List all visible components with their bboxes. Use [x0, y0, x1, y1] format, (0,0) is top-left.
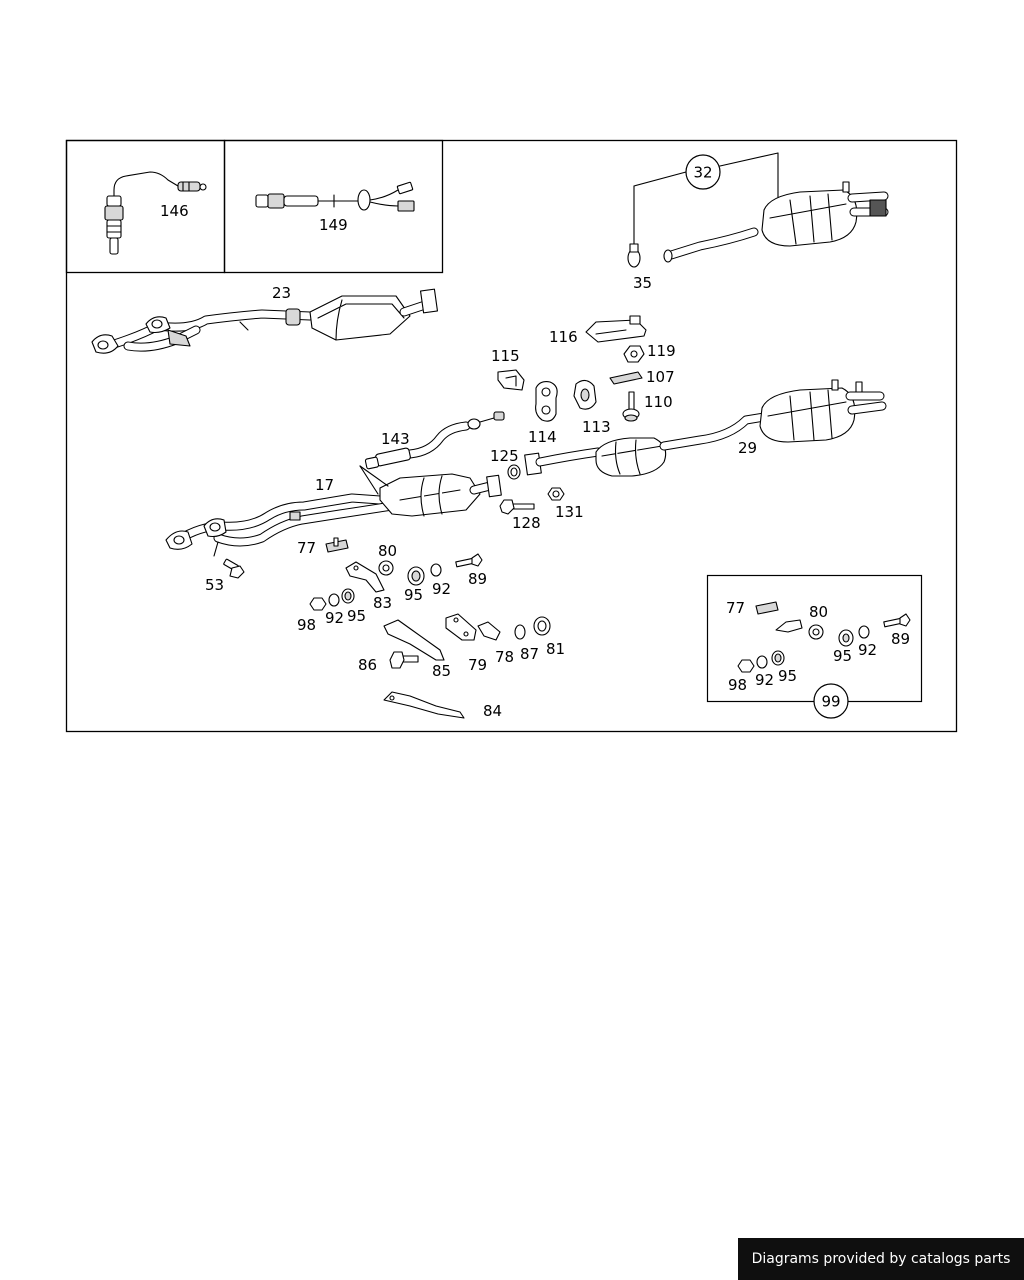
label-79[interactable]: 79	[468, 656, 487, 674]
label-128[interactable]: 128	[512, 514, 541, 532]
bolt-53	[223, 558, 245, 579]
label-110[interactable]: 110	[644, 393, 673, 411]
inset-washer-92	[858, 625, 870, 639]
inset-bushing-95b	[771, 650, 785, 666]
rubber-mount-115	[497, 369, 525, 391]
nut-131	[547, 487, 565, 501]
washer-87	[514, 624, 526, 640]
nut-119	[623, 345, 645, 363]
label-81[interactable]: 81	[546, 640, 565, 658]
inset-box-146	[65, 139, 226, 274]
nut-81	[533, 616, 551, 636]
label-80[interactable]: 80	[378, 542, 397, 560]
callout-circle-32	[685, 154, 721, 190]
inset-label-95b[interactable]: 95	[778, 667, 797, 685]
callout-99[interactable]: 99	[821, 693, 840, 711]
label-149[interactable]: 149	[319, 216, 348, 234]
label-92b[interactable]: 92	[325, 609, 344, 627]
bracket-84	[383, 691, 465, 719]
inset-label-89[interactable]: 89	[891, 630, 910, 648]
rubber-bushing-95a	[407, 566, 425, 586]
inset-box-149	[223, 139, 444, 274]
watermark-banner: Diagrams provided by catalogs parts	[738, 1238, 1024, 1280]
callout-32[interactable]: 32	[693, 164, 712, 182]
oxygen-sensor-146	[104, 171, 207, 255]
bracket-78	[477, 621, 501, 641]
label-98[interactable]: 98	[297, 616, 316, 634]
rear-silencer-32	[633, 152, 889, 263]
inset-nut-98	[737, 659, 755, 673]
inset-label-98[interactable]: 98	[728, 676, 747, 694]
clip-77	[325, 537, 349, 553]
inset-label-77[interactable]: 77	[726, 599, 745, 617]
label-116[interactable]: 116	[549, 328, 578, 346]
label-92a[interactable]: 92	[432, 580, 451, 598]
clip-107	[609, 371, 643, 385]
inset-label-80[interactable]: 80	[809, 603, 828, 621]
label-143[interactable]: 143	[381, 430, 410, 448]
label-86[interactable]: 86	[358, 656, 377, 674]
label-53[interactable]: 53	[205, 576, 224, 594]
label-95a[interactable]: 95	[404, 586, 423, 604]
inset-bracket-80	[775, 619, 824, 640]
label-131[interactable]: 131	[555, 503, 584, 521]
oxygen-sensor-143	[364, 411, 505, 470]
label-89[interactable]: 89	[468, 570, 487, 588]
bolt-89	[455, 553, 483, 568]
diagram-border	[65, 139, 958, 733]
label-84[interactable]: 84	[483, 702, 502, 720]
label-125[interactable]: 125	[490, 447, 519, 465]
inset-label-92b[interactable]: 92	[755, 671, 774, 689]
label-119[interactable]: 119	[647, 342, 676, 360]
inset-label-95[interactable]: 95	[833, 647, 852, 665]
inset-bushing-95	[838, 629, 854, 647]
bolt-110	[622, 391, 640, 422]
rubber-hanger-113	[573, 379, 597, 410]
inset-washer-92b	[756, 655, 768, 669]
bracket-79	[445, 613, 477, 641]
label-29[interactable]: 29	[738, 439, 757, 457]
label-35[interactable]: 35	[633, 274, 652, 292]
nut-98	[309, 597, 327, 611]
bolt-128	[499, 499, 535, 515]
callout-circle-99	[813, 683, 849, 719]
washer-92b	[328, 593, 340, 607]
sensor-wire-149	[255, 181, 415, 212]
label-77[interactable]: 77	[297, 539, 316, 557]
label-113[interactable]: 113	[582, 418, 611, 436]
inset-bolt-89	[883, 613, 911, 628]
label-78[interactable]: 78	[495, 648, 514, 666]
label-114[interactable]: 114	[528, 428, 557, 446]
label-23[interactable]: 23	[272, 284, 291, 302]
label-95b[interactable]: 95	[347, 607, 366, 625]
clamp-35	[627, 243, 641, 268]
label-17[interactable]: 17	[315, 476, 334, 494]
inset-label-92[interactable]: 92	[858, 641, 877, 659]
label-115[interactable]: 115	[491, 347, 520, 365]
bolt-86	[389, 651, 419, 669]
washer-92a	[430, 563, 442, 577]
silencer-assembly-29	[524, 379, 887, 477]
bracket-116	[585, 315, 647, 343]
label-85[interactable]: 85	[432, 662, 451, 680]
rubber-bushing-95b	[341, 588, 355, 604]
bracket-85	[383, 619, 445, 661]
front-pipe-catalyst-17	[165, 465, 502, 557]
inset-clip-77	[755, 601, 779, 615]
label-87[interactable]: 87	[520, 645, 539, 663]
label-83[interactable]: 83	[373, 594, 392, 612]
nut-80	[378, 560, 394, 576]
bracket-83	[345, 561, 385, 593]
rubber-hanger-114	[535, 381, 558, 422]
label-107[interactable]: 107	[646, 368, 675, 386]
label-146[interactable]: 146	[160, 202, 189, 220]
ring-125	[507, 464, 521, 480]
catalytic-converter-23	[91, 288, 439, 354]
